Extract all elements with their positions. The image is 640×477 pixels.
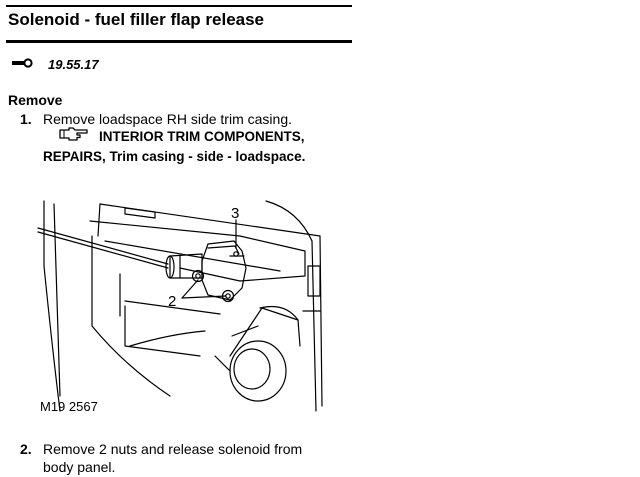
cross-reference[interactable]: INTERIOR TRIM COMPONENTS, REPAIRS, Trim …	[43, 127, 363, 166]
step-number: 2.	[20, 441, 32, 457]
step-text-line-2: body panel.	[43, 459, 116, 475]
step-text: Remove loadspace RH side trim casing.	[43, 111, 292, 127]
step-1: 1. Remove loadspace RH side trim casing.	[20, 110, 350, 128]
callout-2: 2	[168, 293, 176, 310]
callout-3: 3	[231, 205, 239, 222]
illustration-caption: M19 2567	[40, 399, 98, 414]
illustration-linework	[37, 200, 323, 412]
wrench-icon	[12, 55, 34, 73]
step-number: 1.	[20, 111, 32, 127]
page-title: Solenoid - fuel filler flap release	[8, 10, 265, 29]
reference-line-1: INTERIOR TRIM COMPONENTS,	[99, 129, 305, 144]
title-rule-top	[6, 5, 352, 7]
step-text-line-1: Remove 2 nuts and release solenoid from	[43, 441, 303, 457]
section-heading: Remove	[8, 92, 63, 108]
title-rule-bottom	[6, 40, 352, 43]
step-2: 2. Remove 2 nuts and release solenoid fr…	[20, 440, 350, 476]
pointing-hand-icon	[59, 127, 89, 147]
repair-code: 19.55.17	[48, 56, 99, 72]
solenoid-illustration: 3 2 M19 2567	[30, 196, 340, 423]
reference-line-2: REPAIRS, Trim casing - side - loadspace.	[43, 149, 306, 165]
repair-operation: 19.55.17	[12, 55, 99, 73]
